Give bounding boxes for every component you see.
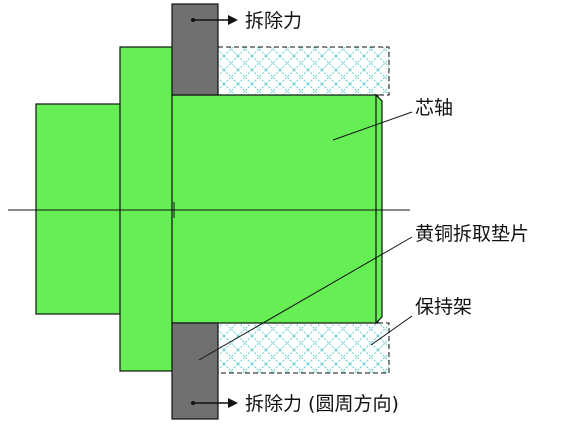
mandrel-label: 芯轴: [415, 97, 453, 119]
mandrel-flange: [119, 46, 176, 372]
arrow-icon: [191, 398, 238, 408]
removal-force-bottom-label: 拆除力 (圆周方向): [245, 393, 399, 415]
brass-shim-top: [171, 3, 219, 96]
cage-bottom: [217, 322, 390, 374]
mandrel-shaft: [171, 94, 379, 324]
mandrel-leader: [332, 111, 413, 141]
brass-shim-bottom: [171, 322, 219, 420]
shim-leader: [198, 236, 413, 361]
brass-shim-label: 黄铜拆取垫片: [415, 223, 529, 245]
cage-top: [217, 46, 390, 96]
mandrel-shaft-end: [375, 93, 383, 325]
arrow-icon: [191, 15, 238, 25]
mandrel-small-step: [35, 103, 122, 315]
cage-label: 保持架: [415, 296, 472, 318]
removal-force-top-label: 拆除力: [245, 10, 302, 32]
cage-leader: [370, 315, 413, 346]
